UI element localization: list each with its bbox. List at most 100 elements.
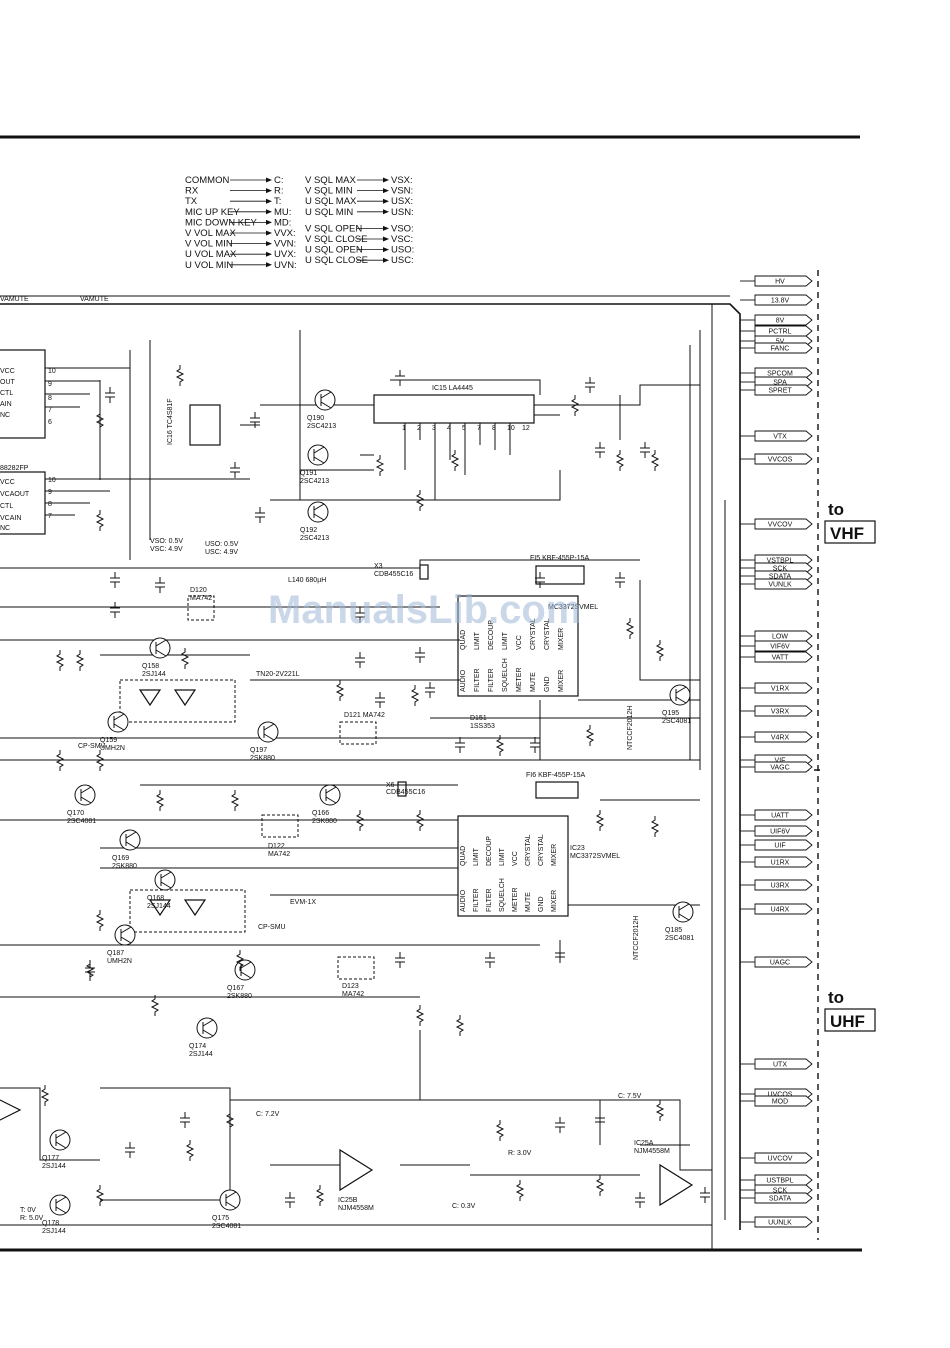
d120-package <box>187 595 215 621</box>
connector-signal: 13.8V <box>771 298 790 305</box>
if-pin-bottom: METER <box>512 888 519 913</box>
l140-label: L140 680µH <box>288 577 326 584</box>
transistor-ref: Q167 <box>227 985 244 992</box>
resistor-symbol <box>495 735 505 756</box>
transistor-symbol <box>314 389 336 411</box>
connector-signal: UIF <box>774 843 785 850</box>
svg-text:AIN: AIN <box>0 401 12 408</box>
d122-package <box>261 814 299 838</box>
transistor-symbol <box>107 711 129 733</box>
vhf-connector: HV13.8V8VPCTRL5VFANCSPCOMSPASPRETVTXVVCO… <box>740 275 813 773</box>
r-3v-label: R: 3.0V <box>508 1150 532 1157</box>
resistor-symbol <box>415 490 425 511</box>
connector-signal: VTX <box>773 434 787 441</box>
d123-part: MA742 <box>342 991 364 998</box>
transistor-part: 2SJ144 <box>42 1163 66 1170</box>
legend-right-code: VSO: <box>391 223 414 234</box>
cp-smu-label: CP-SMU <box>258 924 286 931</box>
ic15-body <box>373 394 535 424</box>
connector-pin <box>754 430 813 442</box>
tn20-label: TN20-2V221L <box>256 671 300 678</box>
svg-text:VCAIN: VCAIN <box>0 515 21 522</box>
legend-right-name: U SQL MIN <box>305 207 353 218</box>
transistor-leads <box>675 686 687 704</box>
legend-arrowhead <box>383 247 389 253</box>
if-pin-bottom: FILTER <box>474 668 481 692</box>
legend-arrowhead <box>383 177 389 183</box>
transistor-ref: Q169 <box>112 855 129 862</box>
connector-pin <box>754 314 813 326</box>
svg-text:7: 7 <box>48 407 52 414</box>
fi5-label: FI5 KBF-455P-15A <box>530 555 589 562</box>
if-pin-bottom: MUTE <box>530 672 537 692</box>
connector-pin <box>754 682 813 694</box>
svg-text:VCAOUT: VCAOUT <box>0 491 30 498</box>
legend-right-name: V SQL MAX <box>305 175 357 186</box>
legend-arrowhead <box>266 241 272 247</box>
transistor-leads <box>320 391 332 409</box>
connector-signal: LOW <box>772 634 788 641</box>
connector-signal: UVCOV <box>768 1156 793 1163</box>
r-5v-label: R: 5.0V <box>20 1215 44 1222</box>
if-pin-top: LIMIT <box>502 631 509 650</box>
connector-pin <box>754 640 813 652</box>
svg-text:8: 8 <box>48 501 52 508</box>
svg-text:2: 2 <box>417 425 421 432</box>
connector-signal: VSTBPL <box>767 558 794 565</box>
transistor-part: 2SJ144 <box>142 671 166 678</box>
transistor-symbol <box>149 637 171 659</box>
ic23-part: MC3372SVMEL <box>570 853 620 860</box>
capacitor-symbol <box>355 652 365 668</box>
legend-arrowhead <box>266 177 272 183</box>
capacitor-symbol <box>425 682 435 698</box>
transistor-symbol <box>196 1017 218 1039</box>
connector-pin <box>754 275 813 287</box>
if-pin-bottom: AUDIO <box>460 669 467 692</box>
svg-text:6: 6 <box>48 419 52 426</box>
svg-text:VCC: VCC <box>0 368 15 375</box>
transistor-part: 2SK880 <box>250 755 275 762</box>
ic16-body <box>189 404 221 446</box>
transistor-part: 2SK880 <box>227 993 252 1000</box>
connector-pin <box>754 367 813 379</box>
transistor-ref: Q191 <box>300 470 317 477</box>
connector-signal: SCK <box>773 566 788 573</box>
if-ic-upper-label: MC3372SVMEL <box>548 604 598 611</box>
transistor-ref: Q168 <box>147 895 164 902</box>
resistor-symbol <box>615 450 625 471</box>
transistor-ref: Q195 <box>662 710 679 717</box>
if-pin-top: DECOUP <box>486 836 493 866</box>
ic16-label: IC16 TC4S81F <box>167 398 174 445</box>
mod-wiring <box>0 1030 712 1226</box>
resistor-symbol <box>375 455 385 476</box>
connector-signal: UAGC <box>770 960 790 967</box>
ic25a-opamp <box>659 1163 694 1207</box>
if-pin-top: CRYSTAL <box>525 834 532 866</box>
connector-pin <box>754 342 813 354</box>
connector-pin <box>754 879 813 891</box>
if-pin-bottom: FILTER <box>473 888 480 912</box>
d123-ref: D123 <box>342 983 359 990</box>
transistor-ref: Q190 <box>307 415 324 422</box>
transistor-ref: Q187 <box>107 950 124 957</box>
ic23-body <box>457 815 569 917</box>
if-pin-top: VCC <box>512 851 519 866</box>
q159-symbols <box>138 689 197 707</box>
connector-signal: MOD <box>772 1099 788 1106</box>
transistor-leads <box>55 1196 67 1214</box>
transistor-part: 2SC4081 <box>212 1223 241 1230</box>
transistor-symbol <box>307 501 329 523</box>
transistor-ref: Q175 <box>212 1215 229 1222</box>
svg-text:12: 12 <box>522 425 530 432</box>
transistor-ref: Q170 <box>67 810 84 817</box>
connector-pin <box>754 630 813 642</box>
capacitor-symbol <box>535 572 545 588</box>
resistor-symbol <box>75 650 85 671</box>
transistor-part: 2SJ144 <box>42 1228 66 1235</box>
vsc-note-1: VSO: 0.5V <box>150 538 183 545</box>
transistor-part: UMH2N <box>100 745 125 752</box>
legend-arrowhead <box>383 209 389 215</box>
left-ic-wires <box>45 367 250 516</box>
